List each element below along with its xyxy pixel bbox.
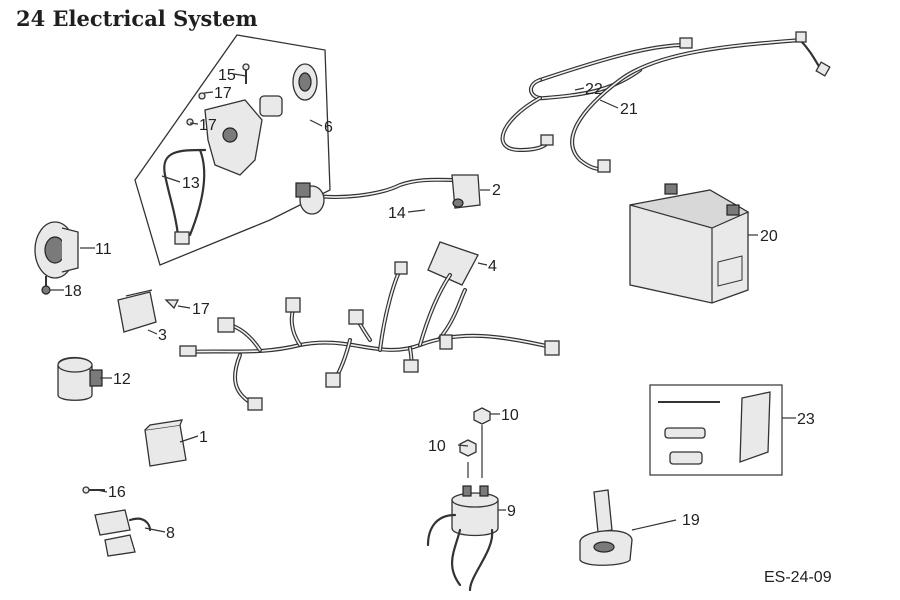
callout-22: 22 bbox=[585, 81, 603, 98]
callout-1: 1 bbox=[199, 429, 208, 446]
callout-8: 8 bbox=[166, 525, 175, 542]
callout-16: 16 bbox=[108, 484, 126, 501]
callout-17c: 17 bbox=[192, 301, 210, 318]
callout-19: 19 bbox=[682, 512, 700, 529]
diagram-code: ES-24-09 bbox=[764, 569, 832, 586]
callout-14: 14 bbox=[388, 205, 406, 222]
callout-4: 4 bbox=[488, 258, 497, 275]
callout-9: 9 bbox=[507, 503, 516, 520]
fuse-kit bbox=[649, 384, 783, 476]
callout-6: 6 bbox=[324, 119, 333, 136]
callout-23: 23 bbox=[797, 411, 815, 428]
fuse-holder bbox=[82, 486, 152, 557]
callout-18: 18 bbox=[64, 283, 82, 300]
ignition-key bbox=[579, 489, 633, 566]
callout-11: 11 bbox=[95, 241, 112, 258]
flasher-relay bbox=[57, 356, 103, 401]
callout-10b: 10 bbox=[501, 407, 519, 424]
battery bbox=[629, 183, 750, 304]
main-wire-harness bbox=[179, 261, 560, 411]
ignition-coil bbox=[295, 174, 481, 215]
diagram-title: 24 Electrical System bbox=[16, 6, 258, 31]
ignition-switch-assembly bbox=[134, 34, 331, 266]
regulator bbox=[117, 289, 180, 333]
battery-cables bbox=[500, 31, 831, 173]
callout-20: 20 bbox=[760, 228, 778, 245]
callout-3: 3 bbox=[158, 327, 167, 344]
leader-lines bbox=[50, 73, 796, 533]
callout-10a: 10 bbox=[428, 438, 446, 455]
callout-15: 15 bbox=[218, 67, 236, 84]
callout-labels: 1 2 3 4 6 8 9 10 10 11 12 13 14 15 16 17… bbox=[64, 67, 815, 542]
callout-2: 2 bbox=[492, 182, 501, 199]
relay-pad bbox=[427, 241, 479, 286]
callout-12: 12 bbox=[113, 371, 131, 388]
horn bbox=[34, 221, 79, 295]
callout-17b: 17 bbox=[199, 117, 217, 134]
callout-17a: 17 bbox=[214, 85, 232, 102]
starter-relay bbox=[144, 419, 187, 467]
callout-13: 13 bbox=[182, 175, 200, 192]
callout-21: 21 bbox=[620, 101, 638, 118]
starter-solenoid bbox=[426, 407, 499, 592]
